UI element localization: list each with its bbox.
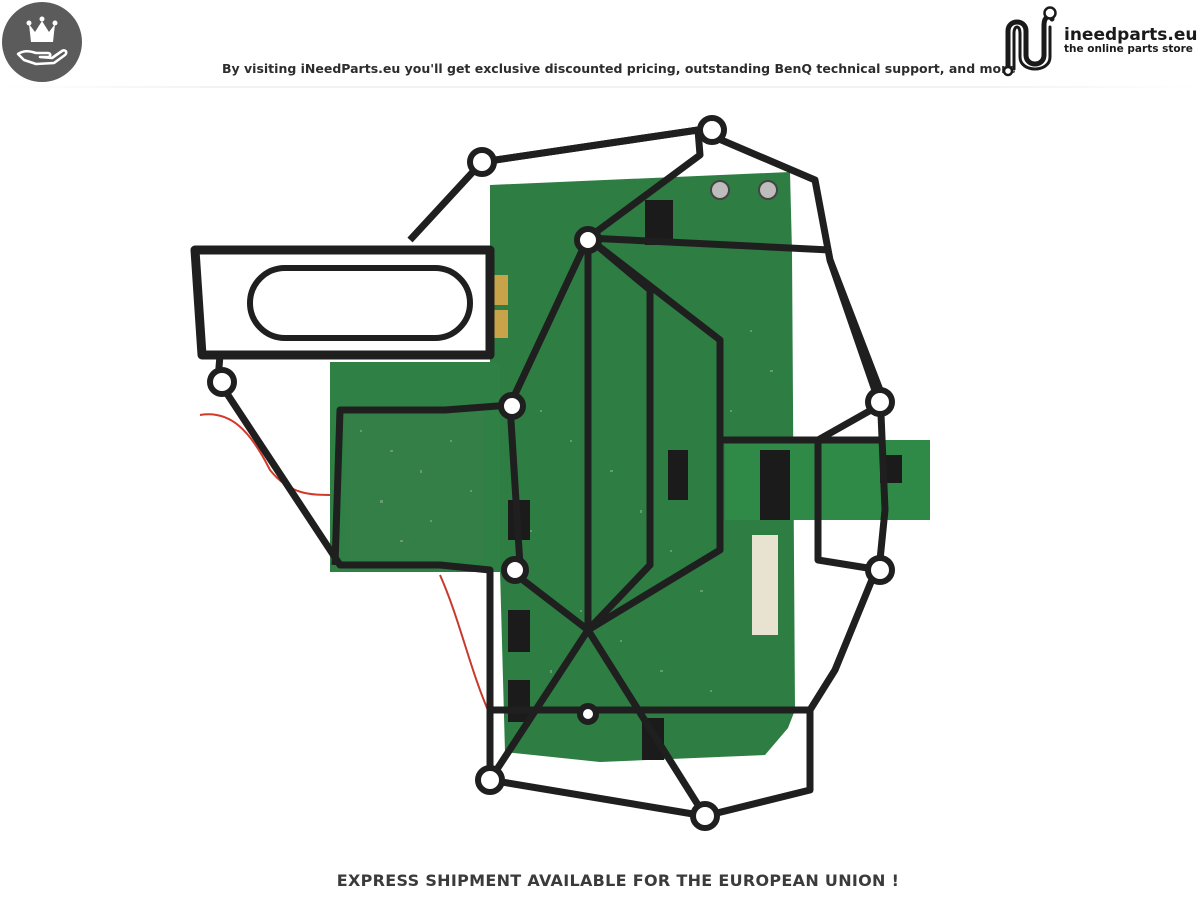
mount-hole bbox=[577, 703, 599, 725]
screw-post bbox=[710, 180, 730, 200]
chip bbox=[508, 680, 530, 722]
screw-post bbox=[758, 180, 778, 200]
brand-logo[interactable]: ineedparts.eu the online parts store bbox=[1000, 3, 1200, 77]
red-wire bbox=[199, 413, 336, 496]
crown-hand-icon bbox=[16, 16, 68, 66]
mount-hole bbox=[697, 115, 727, 145]
crown-hand-badge[interactable] bbox=[2, 2, 82, 82]
mount-hole bbox=[475, 765, 505, 795]
mount-hole bbox=[501, 556, 529, 584]
mount-hole bbox=[865, 555, 895, 585]
mount-hole bbox=[467, 147, 497, 177]
chip bbox=[645, 200, 673, 245]
product-image bbox=[190, 110, 950, 840]
chip bbox=[508, 610, 530, 652]
white-connector bbox=[752, 535, 778, 635]
shipping-banner: EXPRESS SHIPMENT AVAILABLE FOR THE EUROP… bbox=[336, 871, 900, 890]
chip bbox=[668, 450, 688, 500]
mount-hole bbox=[498, 392, 526, 420]
brand-name: ineedparts.eu bbox=[1064, 25, 1198, 45]
mount-hole bbox=[690, 801, 720, 831]
promo-tagline: By visiting iNeedParts.eu you'll get exc… bbox=[222, 61, 1016, 76]
mount-hole bbox=[574, 226, 602, 254]
bracket-window bbox=[247, 265, 473, 341]
mount-hole bbox=[207, 367, 237, 397]
mount-hole bbox=[865, 387, 895, 417]
n-cable-logo-icon bbox=[1002, 6, 1057, 77]
header-divider bbox=[0, 86, 1200, 88]
chip bbox=[760, 450, 790, 520]
brand-slogan: the online parts store bbox=[1064, 43, 1193, 55]
red-wire bbox=[439, 574, 491, 716]
